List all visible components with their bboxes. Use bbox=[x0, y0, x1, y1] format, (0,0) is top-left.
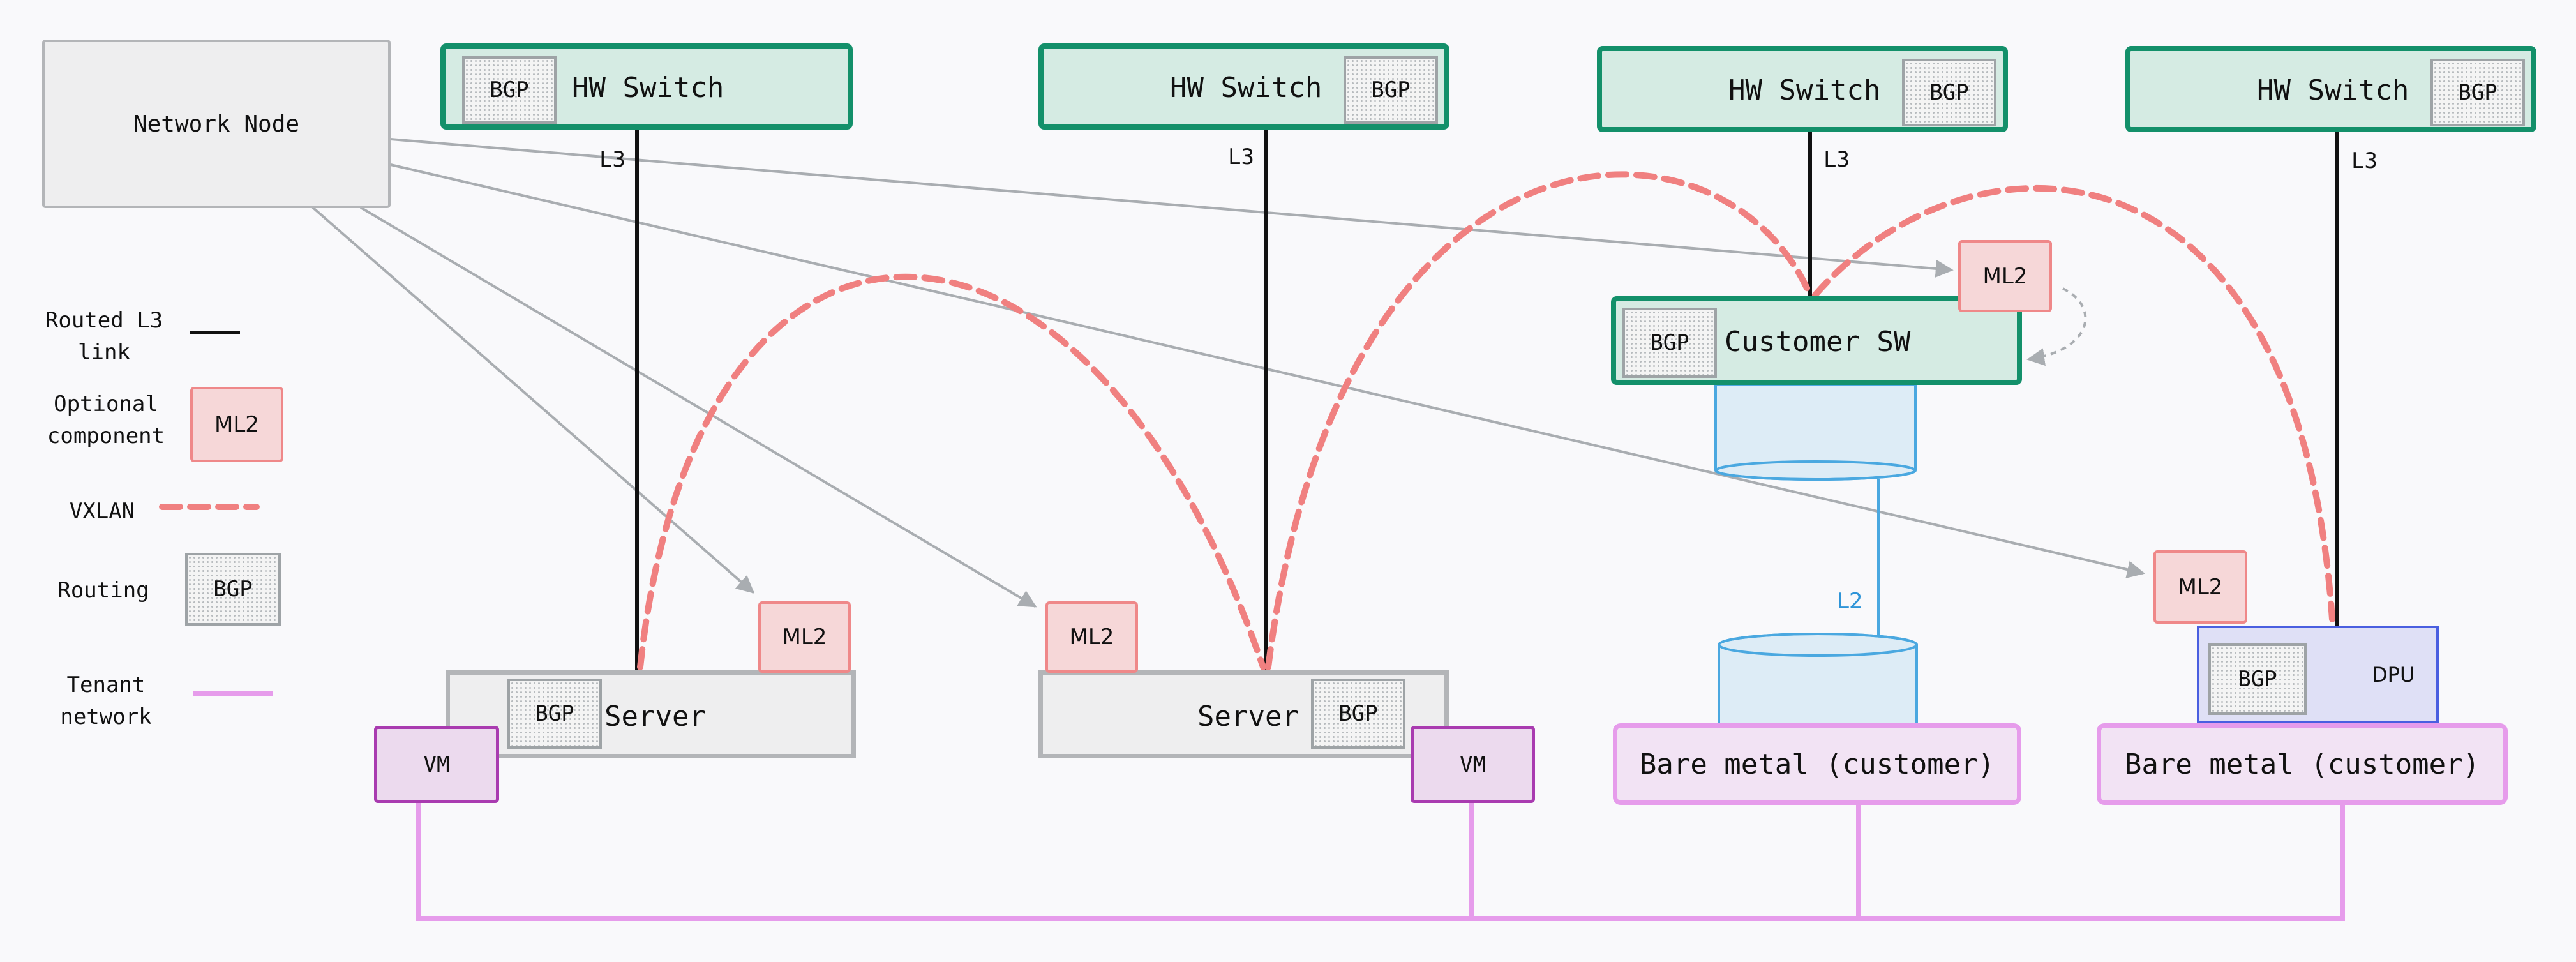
bgp-badge-hw3: BGP bbox=[1902, 59, 1996, 126]
hw-switch-3: HW Switch BGP bbox=[1597, 46, 2008, 132]
bgp-badge-hw1: BGP bbox=[462, 56, 557, 124]
bottom-cylinder-top bbox=[1718, 633, 1918, 657]
server-2: Server BGP bbox=[1038, 670, 1449, 758]
ml2-server-2: ML2 bbox=[1045, 601, 1138, 673]
ml2-dpu: ML2 bbox=[2153, 550, 2247, 624]
legend-routed-l3-label: Routed L3 link bbox=[45, 308, 163, 365]
top-cylinder-base bbox=[1714, 460, 1917, 481]
vm-1: VM bbox=[374, 726, 499, 803]
dpu: BGP DPU bbox=[2197, 626, 2439, 724]
bare-metal-1: Bare metal (customer) bbox=[1613, 723, 2021, 805]
server-1-label: Server bbox=[604, 700, 706, 733]
legend-optional-label: Optional component bbox=[47, 391, 165, 449]
bare-metal-2: Bare metal (customer) bbox=[2097, 723, 2508, 805]
bgp-badge-server2: BGP bbox=[1311, 679, 1405, 749]
bgp-badge-customer-sw: BGP bbox=[1622, 308, 1717, 378]
vxlan-server2-customer bbox=[1265, 171, 1813, 670]
tenant-network bbox=[416, 803, 2345, 921]
hw-switch-1-label: HW Switch bbox=[572, 71, 724, 104]
hw-switch-4-label: HW Switch bbox=[2257, 74, 2409, 107]
server-1: BGP Server bbox=[446, 670, 856, 758]
customer-l2-segment bbox=[1714, 383, 1918, 728]
hw-switch-1: BGP HW Switch bbox=[440, 43, 853, 130]
vm-2: VM bbox=[1411, 726, 1535, 803]
l3-label-2: L3 bbox=[1228, 144, 1254, 170]
network-node: Network Node bbox=[42, 40, 391, 208]
legend-samples bbox=[159, 331, 273, 696]
network-node-label: Network Node bbox=[133, 110, 300, 137]
mgmt-line-customer-ml2 bbox=[390, 138, 1954, 278]
dpu-label: DPU bbox=[2372, 663, 2415, 687]
l3-label-4: L3 bbox=[2351, 148, 2378, 174]
mgmt-line-server2-ml2 bbox=[359, 206, 1037, 608]
l2-label: L2 bbox=[1837, 589, 1863, 614]
ml2-server-1: ML2 bbox=[758, 601, 851, 673]
vxlan-server1-server2 bbox=[637, 273, 1266, 670]
customer-switch-label: Customer SW bbox=[1725, 326, 1911, 358]
mgmt-loop-customer-ml2 bbox=[2026, 287, 2087, 366]
hw-switch-2: HW Switch BGP bbox=[1038, 43, 1449, 130]
legend-routing-label: Routing bbox=[57, 578, 149, 603]
hw-switch-3-label: HW Switch bbox=[1728, 74, 1881, 107]
l3-label-1: L3 bbox=[599, 147, 625, 172]
legend-vxlan-label: VXLAN bbox=[69, 499, 135, 524]
legend-tenant-label: Tenant network bbox=[60, 672, 152, 730]
legend-ml2-sample: ML2 bbox=[190, 387, 283, 462]
l3-links bbox=[635, 129, 2339, 672]
bottom-cylinder bbox=[1718, 633, 1918, 728]
bgp-badge-hw4: BGP bbox=[2430, 59, 2525, 126]
server-2-label: Server bbox=[1197, 700, 1299, 733]
bgp-badge-hw2: BGP bbox=[1344, 56, 1438, 124]
bgp-badge-dpu: BGP bbox=[2208, 643, 2307, 715]
vxlan-tunnels bbox=[637, 171, 2335, 670]
legend-bgp-sample: BGP bbox=[185, 553, 281, 626]
vxlan-customer-dpu bbox=[1812, 185, 2335, 622]
mgmt-line-server1-ml2 bbox=[311, 206, 755, 594]
bgp-badge-server1: BGP bbox=[507, 679, 602, 749]
l3-label-3: L3 bbox=[1823, 147, 1850, 172]
hw-switch-2-label: HW Switch bbox=[1170, 71, 1322, 104]
bare-metal-2-label: Bare metal (customer) bbox=[2124, 748, 2480, 781]
bare-metal-1-label: Bare metal (customer) bbox=[1639, 748, 1995, 781]
ml2-customer-sw: ML2 bbox=[1958, 240, 2052, 312]
hw-switch-4: HW Switch BGP bbox=[2125, 46, 2536, 132]
customer-switch: BGP Customer SW bbox=[1611, 296, 2022, 385]
